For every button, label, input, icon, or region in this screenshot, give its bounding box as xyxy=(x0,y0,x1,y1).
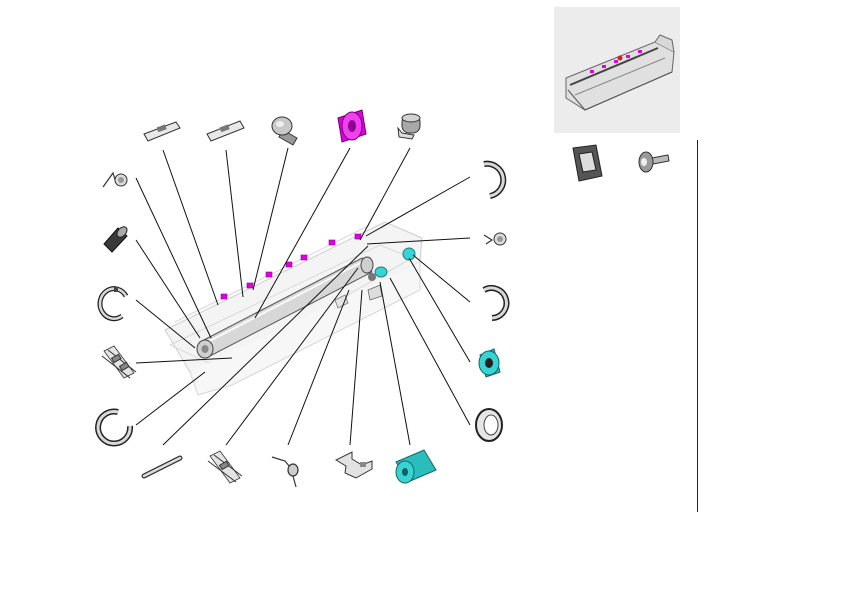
pin-shaft-icon xyxy=(141,455,183,479)
e-ring-icon xyxy=(483,160,507,199)
e-ring-icon xyxy=(95,408,134,447)
spring-icon xyxy=(102,171,128,188)
cable-guide-icon xyxy=(101,345,137,379)
leader-lines xyxy=(135,147,471,446)
main-assembly xyxy=(164,221,423,396)
bracket-icon xyxy=(334,451,373,479)
spring-clip-icon xyxy=(207,450,243,484)
torsion-spring-icon xyxy=(271,456,299,488)
e-ring-icon xyxy=(482,285,510,321)
spring-icon xyxy=(483,232,507,246)
washer-icon xyxy=(475,408,503,442)
cyan-roller-icon xyxy=(395,449,437,484)
e-ring-icon xyxy=(97,286,129,322)
screw-icon xyxy=(271,116,298,146)
panel-divider xyxy=(697,140,698,512)
contact-plate-icon xyxy=(206,120,245,142)
shoulder-screw-icon xyxy=(638,151,670,173)
gear-motor-icon xyxy=(397,113,421,140)
assembly-thumbnail-icon xyxy=(554,7,680,133)
magenta-roller-icon xyxy=(337,109,367,143)
damper-icon xyxy=(103,226,128,253)
cyan-bearing-icon xyxy=(478,348,501,378)
contact-plate-icon xyxy=(143,121,181,142)
frame-clip-icon xyxy=(572,144,603,182)
assembly-cyan-parts xyxy=(368,247,416,281)
magenta-pads xyxy=(220,233,362,300)
main-shaft xyxy=(196,256,374,359)
